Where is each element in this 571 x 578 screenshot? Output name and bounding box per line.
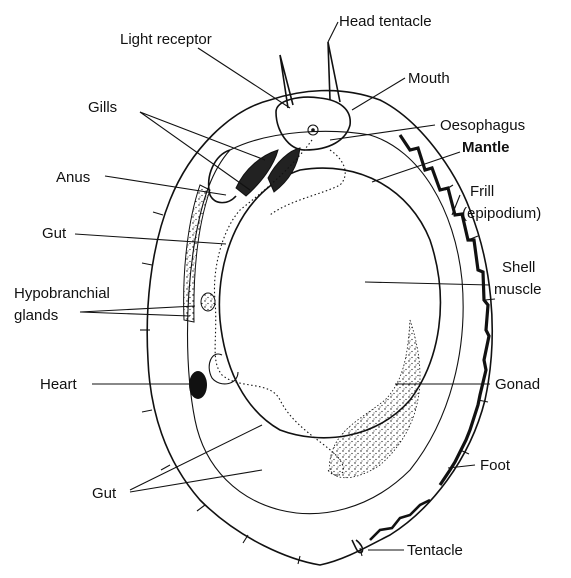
label-gut-upper: Gut [42, 225, 67, 242]
label-shell: Shell [502, 259, 535, 276]
label-mantle: Mantle [462, 139, 510, 156]
gland-nodule [201, 293, 215, 311]
gut-path [214, 140, 343, 475]
label-hypobranchial: Hypobranchial [14, 285, 110, 302]
label-glands: glands [14, 307, 58, 324]
label-gonad: Gonad [495, 376, 540, 393]
label-tentacle: Tentacle [407, 542, 463, 559]
label-oesophagus: Oesophagus [440, 117, 525, 134]
label-frill: Frill [470, 183, 494, 200]
label-light-receptor: Light receptor [120, 31, 212, 48]
label-foot: Foot [480, 457, 511, 474]
frill-edge-lower [370, 500, 430, 540]
leader-lines [75, 22, 490, 550]
mantle-edge [188, 131, 464, 513]
label-anus: Anus [56, 169, 90, 186]
label-epipodium: (epipodium) [462, 205, 541, 222]
label-mouth: Mouth [408, 70, 450, 87]
head-tentacle-left [280, 55, 293, 108]
heart [189, 371, 207, 399]
label-head-tentacle: Head tentacle [339, 13, 432, 30]
label-muscle: muscle [494, 281, 542, 298]
label-gills: Gills [88, 99, 117, 116]
foot-outline [147, 91, 492, 565]
label-gut-lower: Gut [92, 485, 117, 502]
gonad [329, 320, 420, 478]
label-heart: Heart [40, 376, 78, 393]
gut-loop [209, 354, 238, 384]
head-tentacle-right [328, 42, 340, 102]
